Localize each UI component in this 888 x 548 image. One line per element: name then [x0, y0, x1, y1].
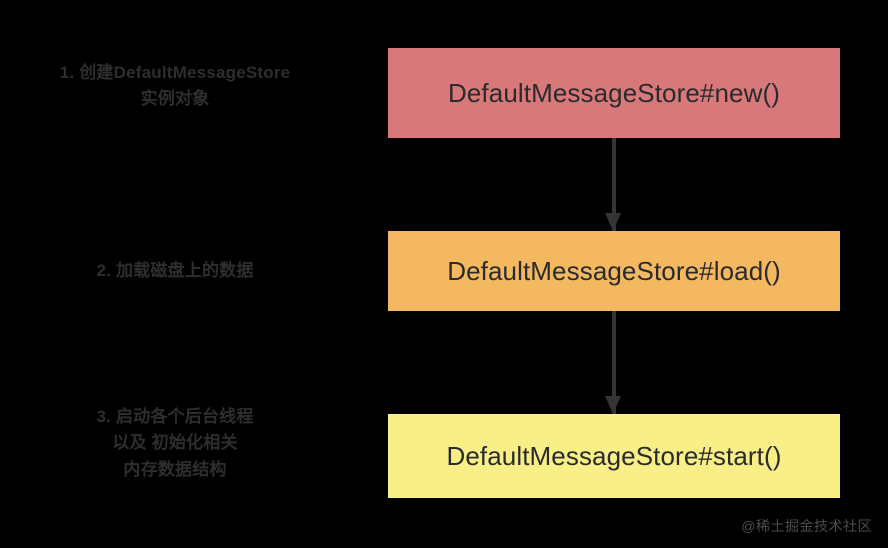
step-note-1: 1. 创建DefaultMessageStore 实例对象: [59, 63, 291, 109]
flow-node-new-label: DefaultMessageStore#new(): [448, 78, 780, 108]
watermark: @稀土掘金技术社区: [741, 518, 872, 534]
step-note-2: 2. 加载磁盘上的数据: [96, 261, 254, 280]
flow-node-load-label: DefaultMessageStore#load(): [447, 256, 781, 286]
arrow-new-to-load: [605, 138, 621, 231]
flow-node-new[interactable]: DefaultMessageStore#new(): [388, 48, 840, 138]
flow-node-start-label: DefaultMessageStore#start(): [446, 441, 782, 471]
arrow-head-down-icon: [605, 396, 621, 414]
arrow-head-down-icon: [605, 213, 621, 231]
arrow-load-to-start: [605, 311, 621, 414]
arrow-stem: [612, 311, 616, 414]
flow-node-load[interactable]: DefaultMessageStore#load(): [388, 231, 840, 311]
arrow-stem: [612, 138, 616, 231]
step-note-3: 3. 启动各个后台线程 以及 初始化相关 内存数据结构: [96, 407, 254, 479]
flow-node-start[interactable]: DefaultMessageStore#start(): [388, 414, 840, 498]
